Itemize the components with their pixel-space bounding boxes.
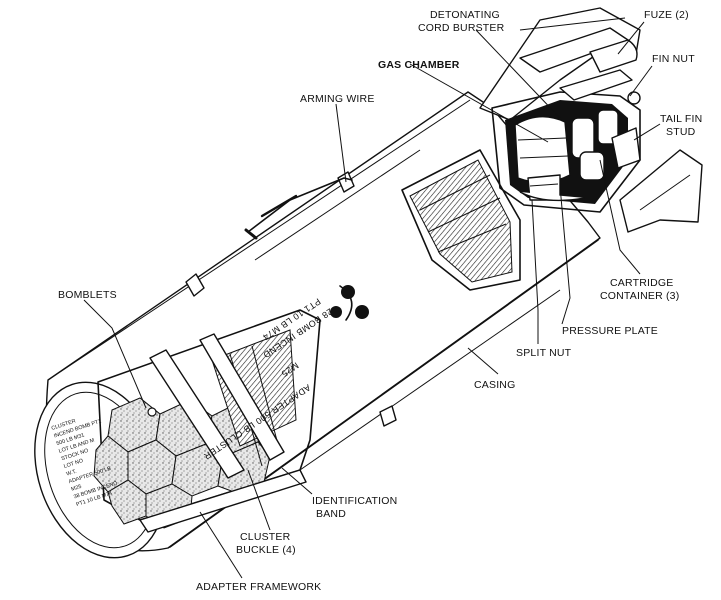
label-bomblets: BOMBLETS — [58, 289, 117, 301]
label-fin-nut: FIN NUT — [652, 53, 695, 65]
end-plate-line-6: LOT NO — [63, 458, 84, 470]
callout-labels: DETONATING CORD BURSTER FUZE (2) FIN NUT… — [58, 9, 702, 593]
label-identification-band-line-1: IDENTIFICATION — [312, 495, 397, 507]
end-plate-line-7: W.T. — [66, 469, 78, 478]
label-cluster-buckle-line-2: BUCKLE (4) — [236, 544, 296, 556]
label-cluster-buckle-line-1: CLUSTER — [240, 531, 291, 543]
label-cartridge-container-line-2: CONTAINER (3) — [600, 290, 679, 302]
label-split-nut: SPLIT NUT — [516, 347, 572, 359]
label-adapter-framework: ADAPTER FRAMEWORK — [196, 581, 321, 593]
label-tail-fin-stud-line-2: STUD — [666, 126, 696, 138]
forward-cutaway: CLUSTER INCEND BOMB PT1 500 LB M31 LOT L… — [34, 309, 321, 559]
tail-section — [479, 7, 703, 233]
leader-lines — [83, 21, 661, 579]
insignia-emblem — [330, 285, 369, 321]
label-identification-band-line-2: BAND — [316, 508, 346, 520]
label-casing: CASING — [474, 379, 515, 391]
label-cartridge-container-line-1: CARTRIDGE — [610, 277, 673, 289]
mid-cutaway — [401, 149, 521, 291]
label-detonating-cord-burster-line-2: CORD BURSTER — [418, 22, 505, 34]
end-plate-line-9: M25 — [71, 484, 83, 493]
label-arming-wire: ARMING WIRE — [300, 93, 375, 105]
label-pressure-plate: PRESSURE PLATE — [562, 325, 658, 337]
label-tail-fin-stud-line-1: TAIL FIN — [660, 113, 702, 125]
label-gas-chamber: GAS CHAMBER — [378, 59, 460, 71]
label-fuze: FUZE (2) — [644, 9, 689, 21]
label-detonating-cord-burster-line-1: DETONATING — [430, 9, 500, 21]
